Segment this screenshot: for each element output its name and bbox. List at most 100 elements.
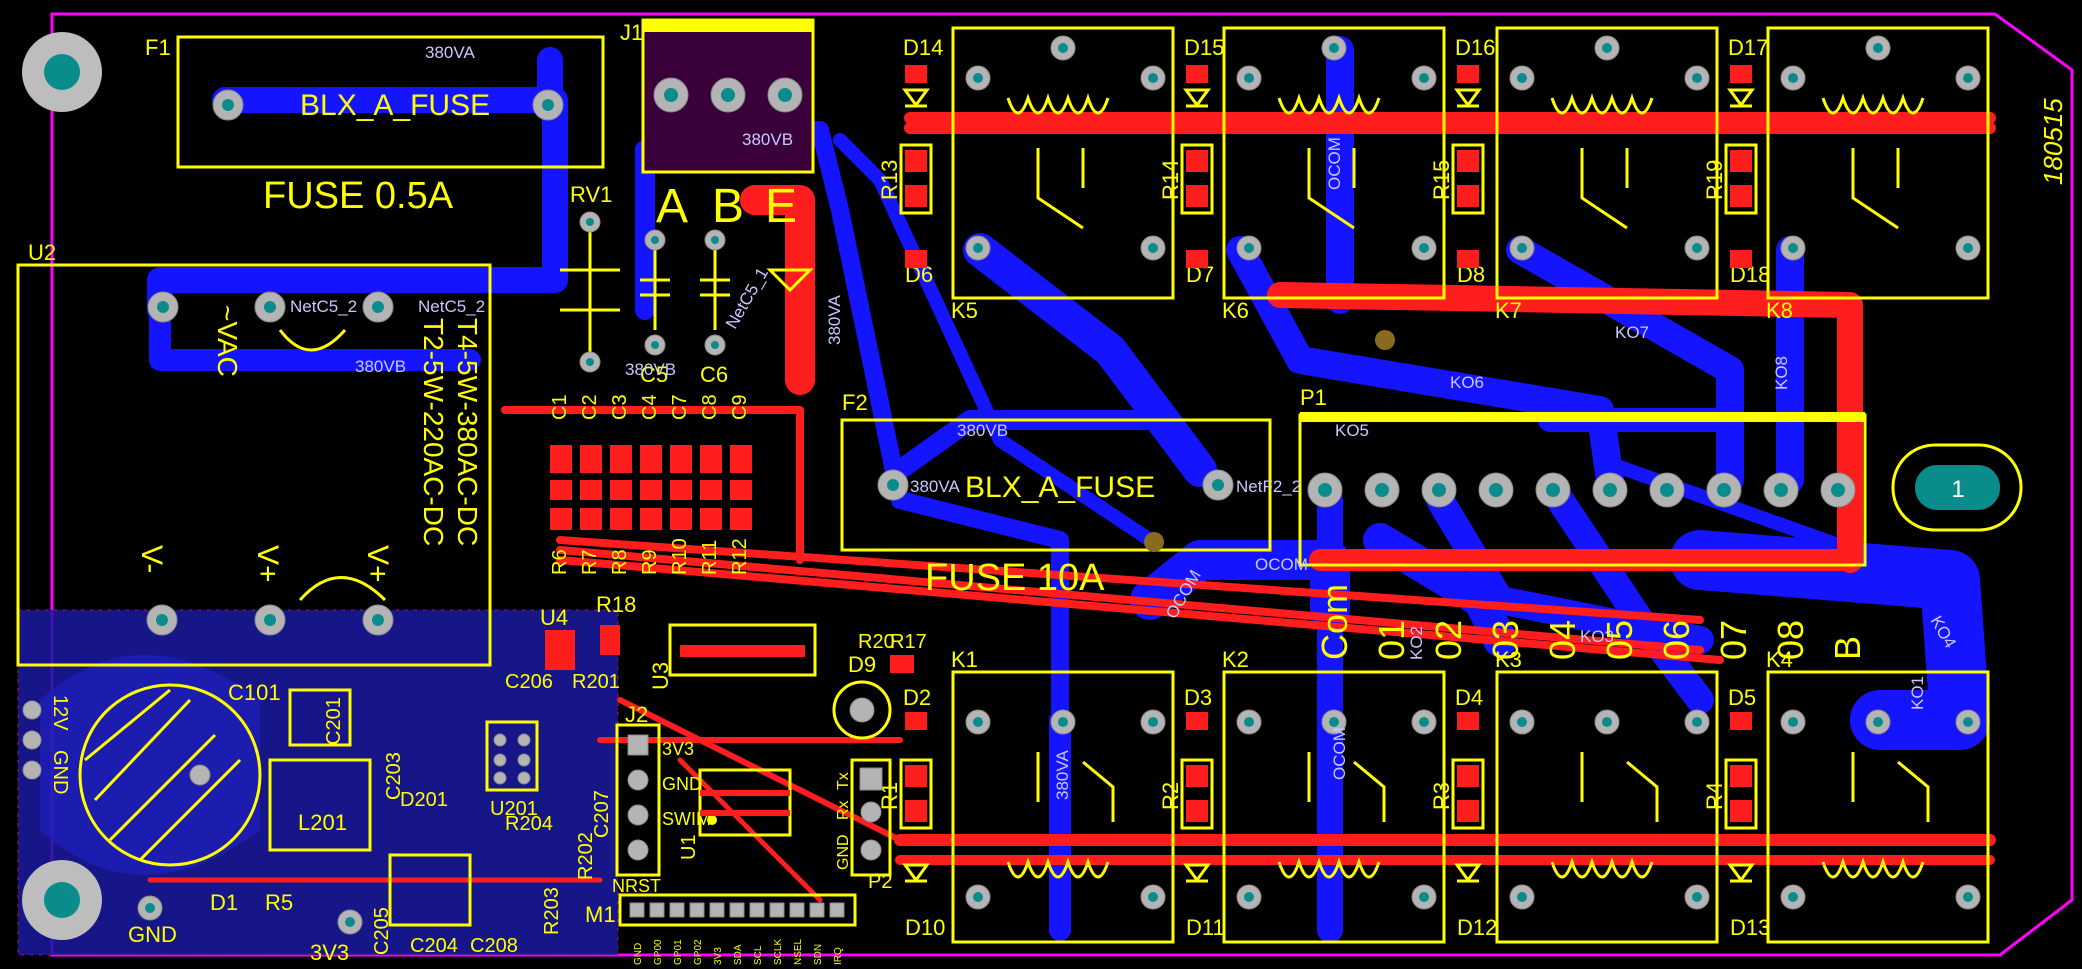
r201-ref: R201	[572, 671, 620, 693]
net-ko8-1: KO8	[1772, 356, 1791, 390]
p2-gnd: GND	[835, 834, 852, 870]
u2-vplus1: V+	[251, 545, 284, 583]
3v3-test-label: 3V3	[310, 940, 349, 965]
gnd-test-label: GND	[128, 922, 177, 947]
relay-pad-coil2-k8-hole	[1963, 73, 1973, 83]
cap-ref-c4: C4	[639, 394, 661, 420]
relay-pad-coil1-k2-hole	[1244, 892, 1254, 902]
diode-ref-d2: D2	[903, 685, 931, 710]
relay-ref-k8: K8	[1766, 298, 1793, 323]
m1-pin-sclk: SCLK	[773, 939, 784, 965]
r204-ref: R204	[505, 813, 553, 835]
net-ko3-1: KO3	[1580, 627, 1614, 646]
diode-pad-c-3	[1730, 712, 1752, 730]
diode-ref-d17: D17	[1728, 35, 1768, 60]
p1-label-02: 02	[1428, 620, 1469, 660]
f2-ref: F2	[842, 390, 868, 415]
f1-part: BLX_A_FUSE	[300, 89, 490, 122]
relay-k2: K2	[1222, 647, 1446, 944]
diode-pad-a-1	[1186, 65, 1208, 83]
m1-pin-gp01: GP01	[673, 939, 684, 965]
diode-ref-d13: D13	[1730, 915, 1770, 940]
cap-pad2-c1	[550, 480, 572, 500]
relay-pad-no-k5-hole	[973, 243, 983, 253]
r20-ref: R20	[858, 631, 895, 653]
u201-ref: U201	[490, 798, 538, 820]
relay-ref-k7: K7	[1495, 298, 1522, 323]
res-pad-r11	[700, 508, 722, 530]
res-pad-a-0	[905, 150, 927, 172]
res-pad-a-2	[1457, 150, 1479, 172]
r202-ref: R202	[575, 832, 597, 880]
p1-pad-2-hole	[1375, 483, 1389, 497]
relay-drivers: D14R13D6D15R14D7D16R15D8D17R19D18D2R1D10…	[877, 35, 1770, 940]
res-ref-r15: R15	[1429, 160, 1454, 200]
net-netc52-1: NetC5_2	[290, 297, 357, 316]
diode-ref-d3: D3	[1184, 685, 1212, 710]
f2-part: BLX_A_FUSE	[965, 471, 1155, 504]
u2-vplus2: V+	[361, 545, 394, 583]
p1-ref: P1	[1300, 385, 1327, 410]
relay-pad-coil2-k4-hole	[1963, 892, 1973, 902]
net-380va-3: 380VA	[910, 477, 960, 496]
relay-pad-com-k4-hole	[1873, 717, 1883, 727]
relay-pad-nc-k7-hole	[1692, 243, 1702, 253]
res-ref-r8: R8	[609, 549, 631, 575]
p1-label-08: 08	[1770, 620, 1811, 660]
cap-ref-c3: C3	[609, 394, 631, 420]
res-ref-r10: R10	[669, 538, 691, 575]
m1-pin-gp02: GP02	[693, 939, 704, 965]
top-traces	[147, 112, 1996, 903]
l201-ref: L201	[298, 810, 347, 835]
cap-ref-c9: C9	[729, 394, 751, 420]
m1-pad-4	[709, 902, 725, 918]
p1-pad-8-hole	[1717, 483, 1731, 497]
res-pad-c-1	[1186, 765, 1208, 787]
relay-ref-k6: K6	[1222, 298, 1249, 323]
res-ref-r19: R19	[1702, 160, 1727, 200]
r17-ref: R17	[890, 631, 927, 653]
net-380va-2: 380VA	[825, 295, 844, 345]
res-ref-r14: R14	[1158, 160, 1183, 200]
res-pad-r12	[730, 508, 752, 530]
j2-pin-3v3: 3V3	[662, 739, 694, 759]
c206-ref: C206	[505, 671, 553, 693]
diode-ref-d14: D14	[903, 35, 943, 60]
m1-pad-0	[629, 902, 645, 918]
net-380va-1: 380VA	[425, 43, 475, 62]
relay-pad-com-k1-hole	[1058, 717, 1068, 727]
res-pad-b-1	[1186, 185, 1208, 207]
m1-pad-10	[829, 902, 845, 918]
p1-pad-4-hole	[1489, 483, 1503, 497]
u2-ref: U2	[28, 240, 56, 265]
p1-pad-1-hole	[1318, 483, 1332, 497]
power-entry: C101 C201 C203 C206 R201 C207 D201 U201 …	[22, 671, 620, 965]
p1-label-b: B	[1827, 636, 1868, 660]
res-ref-r11: R11	[699, 540, 721, 575]
diode-pad-b-0	[905, 250, 927, 268]
rv1-ref: RV1	[570, 182, 612, 207]
m1-pad-3	[689, 902, 705, 918]
c201-ref: C201	[323, 697, 345, 745]
cap-ref-c2: C2	[579, 394, 601, 420]
res-pad-a-3	[1730, 150, 1752, 172]
relay-pad-com-k5-hole	[1058, 43, 1068, 53]
relay-pad-com-k2-hole	[1329, 717, 1339, 727]
c204-ref: C204	[410, 935, 458, 957]
relay-k3: K3	[1495, 647, 1719, 944]
u2-spec2: T2-5W-220AC-DC	[418, 318, 449, 546]
diode-pad-c-1	[1186, 712, 1208, 730]
cap-pad-c9	[730, 445, 752, 473]
mcu-u1: U1	[678, 768, 792, 860]
res-ref-r7: R7	[579, 549, 601, 575]
relay-pad-coil2-k6-hole	[1419, 73, 1429, 83]
ground-pour	[17, 609, 619, 956]
relay-pad-no-k7-hole	[1517, 243, 1527, 253]
diode-ref-d12: D12	[1457, 915, 1497, 940]
cap-pad-c4	[640, 445, 662, 473]
m1-pin-sda: SDA	[733, 944, 744, 965]
net-380vb-3: 380VB	[742, 130, 793, 149]
net-ocom-2: OCOM	[1325, 137, 1344, 190]
c5-ref: C5	[640, 362, 668, 387]
cap-pad-c1	[550, 445, 572, 473]
